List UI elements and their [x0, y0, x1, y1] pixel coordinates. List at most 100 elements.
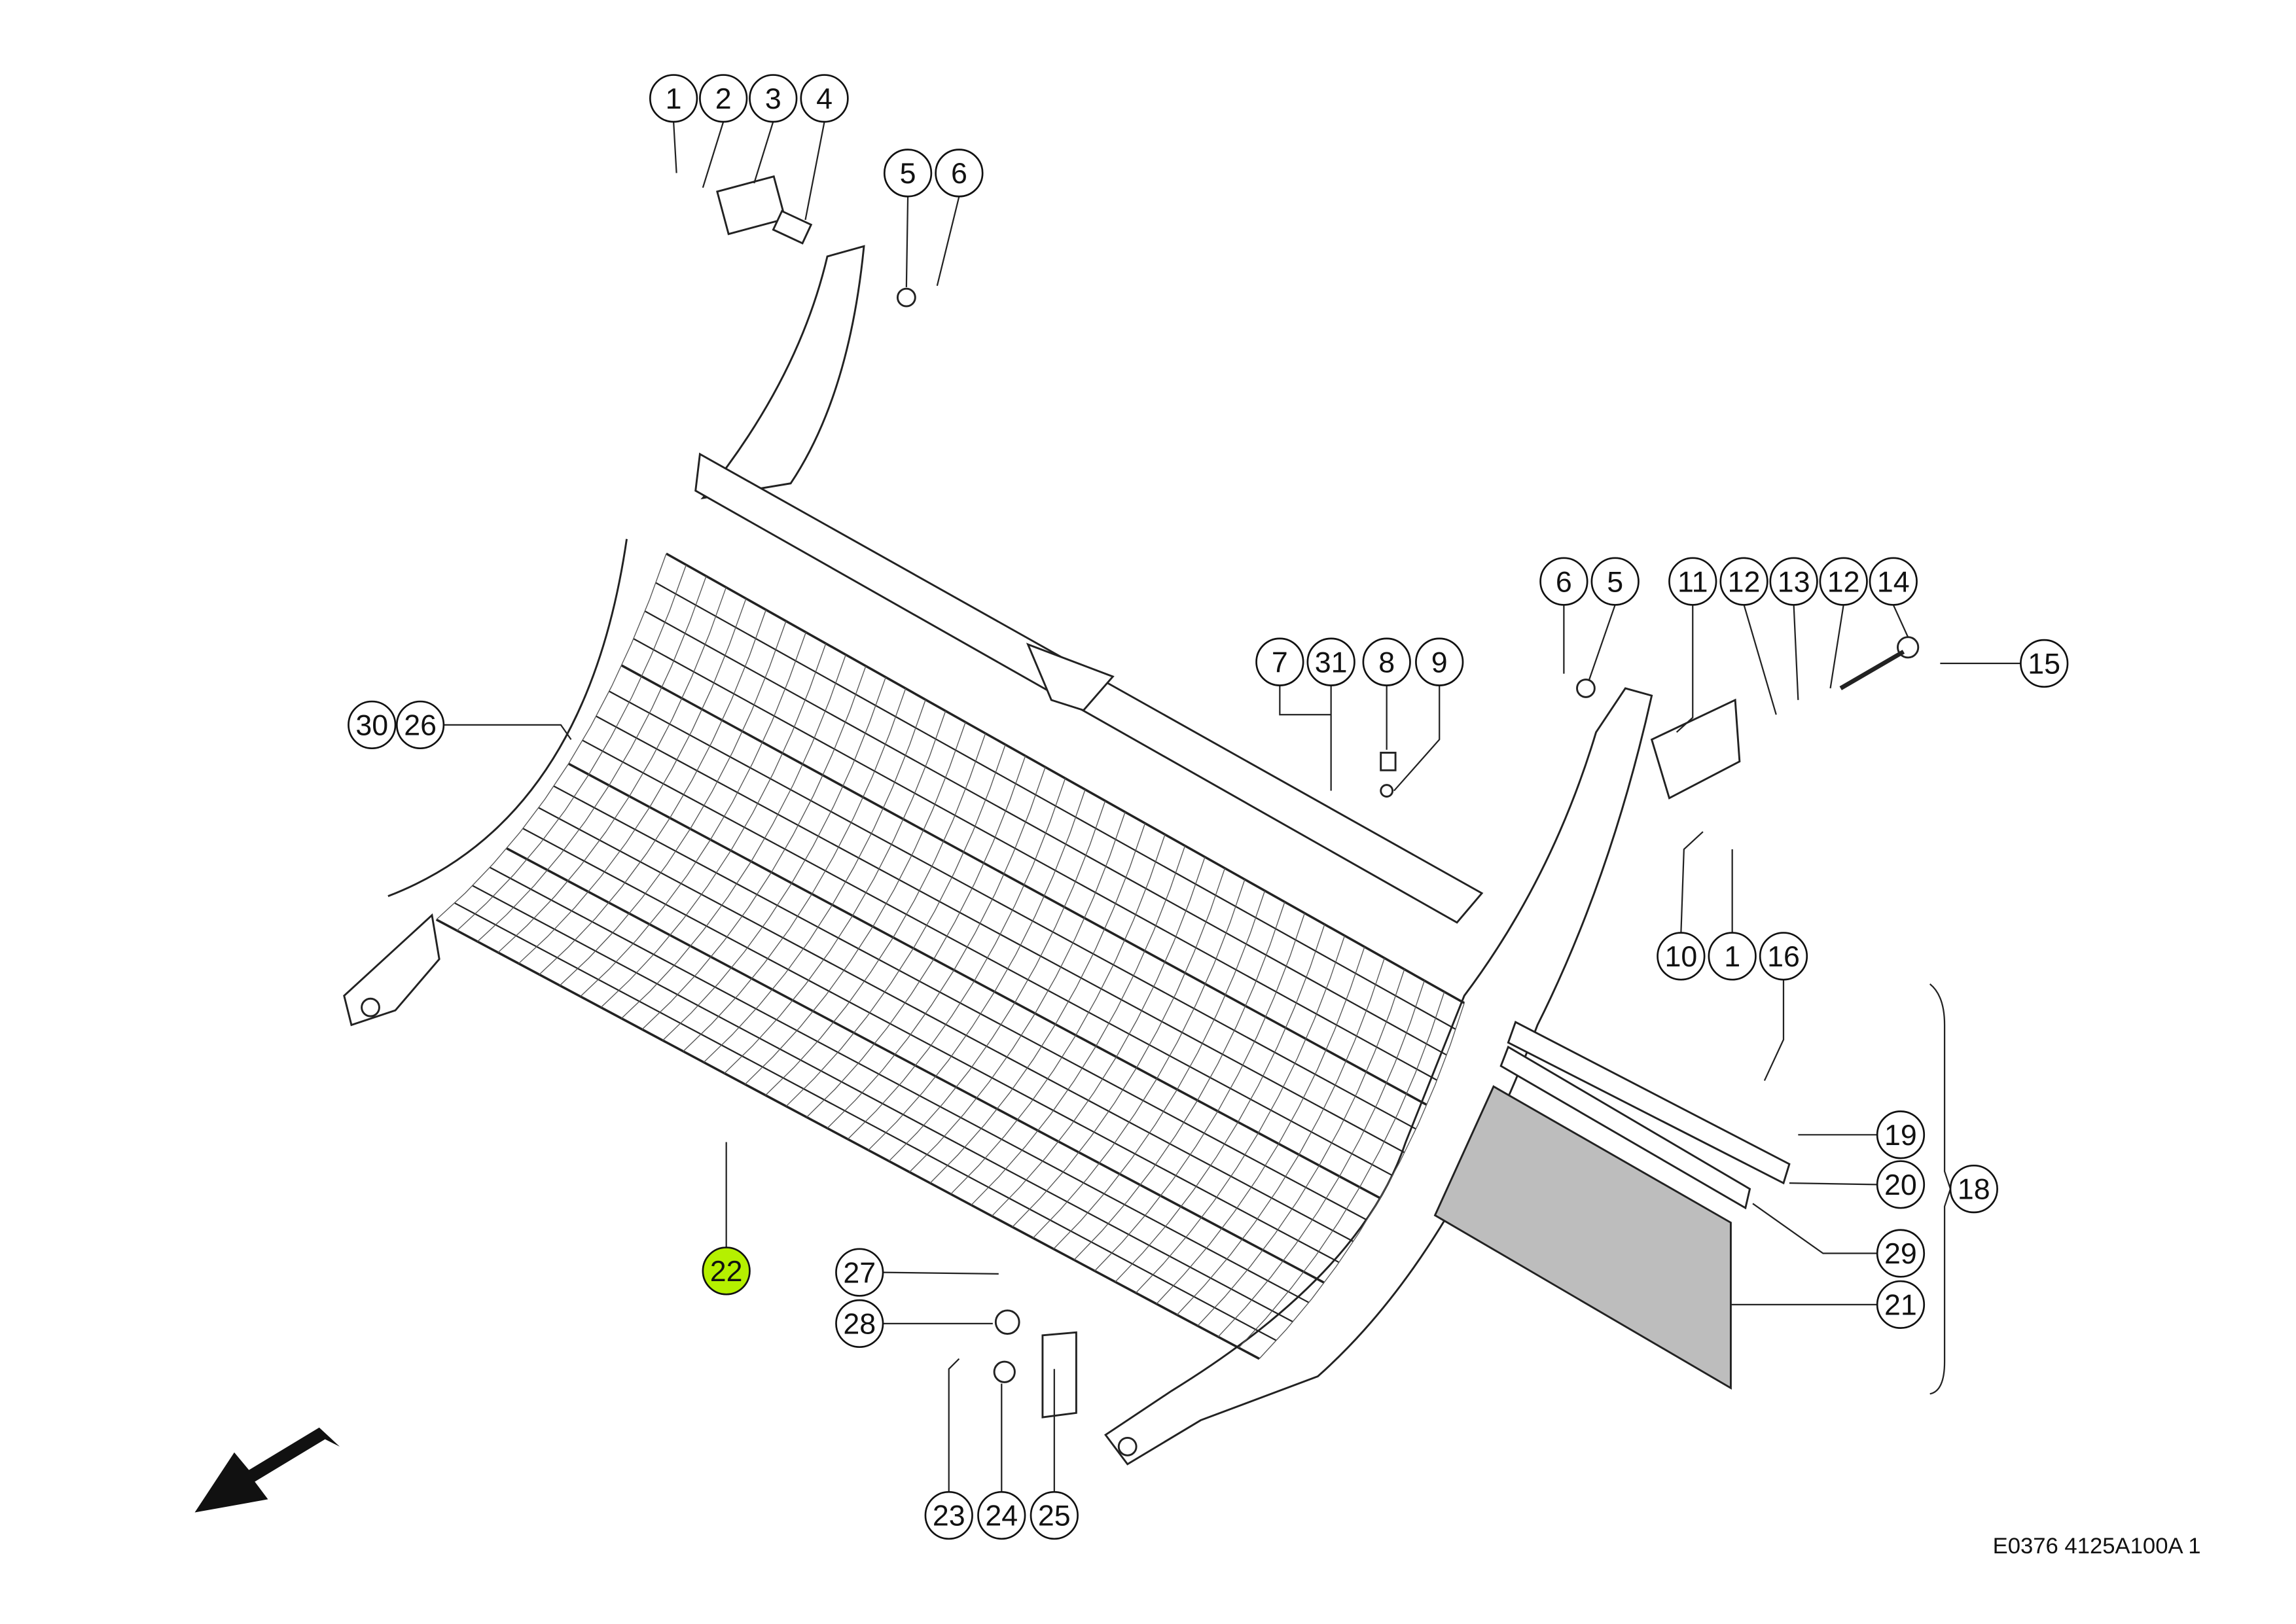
callout-3[interactable]: 3: [749, 74, 798, 123]
callout-number: 9: [1431, 646, 1448, 679]
callout-22[interactable]: 22: [702, 1246, 751, 1296]
callout-number: 6: [1556, 565, 1572, 598]
hinge-plate: [1041, 1331, 1077, 1419]
callout-6[interactable]: 6: [1539, 557, 1588, 606]
callout-number: 25: [1038, 1500, 1071, 1532]
callout-circle: [1876, 1110, 1926, 1159]
callout-10[interactable]: 10: [1657, 932, 1706, 981]
right-pivot: [1117, 1436, 1138, 1456]
callout-circle: [1306, 637, 1355, 686]
callout-21[interactable]: 21: [1876, 1280, 1926, 1329]
callout-circle: [1869, 557, 1918, 606]
callout-16[interactable]: 16: [1759, 932, 1808, 981]
grate-wire: [1094, 913, 1306, 1271]
callout-circle: [835, 1248, 884, 1297]
callout-number: 18: [1958, 1173, 1990, 1206]
grate-wire: [1156, 946, 1365, 1305]
callout-1[interactable]: 1: [1708, 932, 1757, 981]
washer-5: [896, 287, 916, 308]
callout-14[interactable]: 14: [1869, 557, 1918, 606]
callout-25[interactable]: 25: [1030, 1491, 1079, 1540]
callout-19[interactable]: 19: [1876, 1110, 1926, 1159]
grate-wire: [765, 733, 986, 1096]
callout-9[interactable]: 9: [1415, 637, 1464, 686]
callout-number: 3: [765, 82, 781, 115]
left-side-arm: [700, 245, 865, 500]
leader-lines: [443, 121, 2021, 1492]
callout-8[interactable]: 8: [1362, 637, 1411, 686]
grate-wire: [436, 553, 667, 920]
right-side-frame: [1104, 687, 1653, 1466]
callout-29[interactable]: 29: [1876, 1229, 1926, 1278]
callout-15[interactable]: 15: [2020, 639, 2069, 688]
callout-circle: [1708, 932, 1757, 981]
callout-6[interactable]: 6: [935, 149, 984, 198]
grate-wire: [580, 632, 807, 997]
eye-bolt-14: [1839, 650, 1905, 690]
callout-circle: [699, 74, 748, 123]
grate-wire: [1259, 1002, 1465, 1360]
side-sheet-curve: [387, 538, 628, 897]
flap-strip: [1507, 1020, 1791, 1185]
washer: [993, 1360, 1016, 1383]
callout-5[interactable]: 5: [883, 149, 933, 198]
callout-1[interactable]: 1: [649, 74, 698, 123]
callout-circle: [935, 149, 984, 198]
callout-number: 13: [1778, 565, 1810, 598]
callout-20[interactable]: 20: [1876, 1160, 1926, 1209]
callout-12[interactable]: 12: [1719, 557, 1768, 606]
callout-number: 1: [666, 82, 682, 115]
callout-2[interactable]: 2: [699, 74, 748, 123]
callout-18[interactable]: 18: [1949, 1164, 1998, 1214]
grate-wire: [1115, 924, 1325, 1282]
callout-24[interactable]: 24: [977, 1491, 1026, 1540]
callout-circle: [1876, 1280, 1926, 1329]
grate-wire: [456, 565, 687, 931]
grate-wire: [868, 789, 1086, 1151]
grate-wire: [1053, 891, 1266, 1250]
callout-31[interactable]: 31: [1306, 637, 1355, 686]
callout-circle: [924, 1491, 973, 1540]
grate-wire: [662, 677, 886, 1041]
left-bracket: [343, 913, 440, 1027]
grate-wire: [641, 665, 867, 1030]
callout-circle: [348, 700, 397, 750]
callout-circle: [1539, 557, 1588, 606]
callout-circle: [1030, 1491, 1079, 1540]
callout-number: 8: [1378, 646, 1395, 679]
callout-13[interactable]: 13: [1769, 557, 1818, 606]
callout-7[interactable]: 7: [1255, 637, 1304, 686]
callout-number: 14: [1877, 565, 1910, 598]
grate-wire: [1073, 902, 1285, 1261]
callout-30[interactable]: 30: [348, 700, 397, 750]
callout-12[interactable]: 12: [1819, 557, 1868, 606]
callout-27[interactable]: 27: [835, 1248, 884, 1297]
callout-4[interactable]: 4: [800, 74, 849, 123]
callout-23[interactable]: 23: [924, 1491, 973, 1540]
callout-number: 15: [2028, 648, 2060, 680]
callout-5[interactable]: 5: [1590, 557, 1640, 606]
grate-wire: [950, 834, 1166, 1195]
callout-number: 1: [1724, 940, 1740, 973]
callout-11[interactable]: 11: [1668, 557, 1717, 606]
grate-wire: [1012, 868, 1226, 1227]
callout-26[interactable]: 26: [395, 700, 445, 750]
callout-28[interactable]: 28: [835, 1299, 884, 1349]
callout-number: 28: [843, 1308, 876, 1341]
grate-wire: [600, 643, 827, 1008]
callout-circle: [2020, 639, 2069, 688]
left-pivot: [361, 997, 380, 1017]
washer-5b: [1576, 679, 1596, 698]
grate-wire: [1197, 969, 1405, 1326]
grate-wire: [1217, 980, 1426, 1337]
callout-number: 11: [1677, 565, 1708, 598]
callout-number: 4: [816, 82, 833, 115]
grate-wire: [785, 744, 1006, 1107]
callout-circle: [1255, 637, 1304, 686]
callout-circle: [1876, 1160, 1926, 1209]
concave-assembly-drawing: [194, 121, 2021, 1513]
grate-wire: [518, 598, 747, 964]
callout-number: 5: [1607, 565, 1623, 598]
